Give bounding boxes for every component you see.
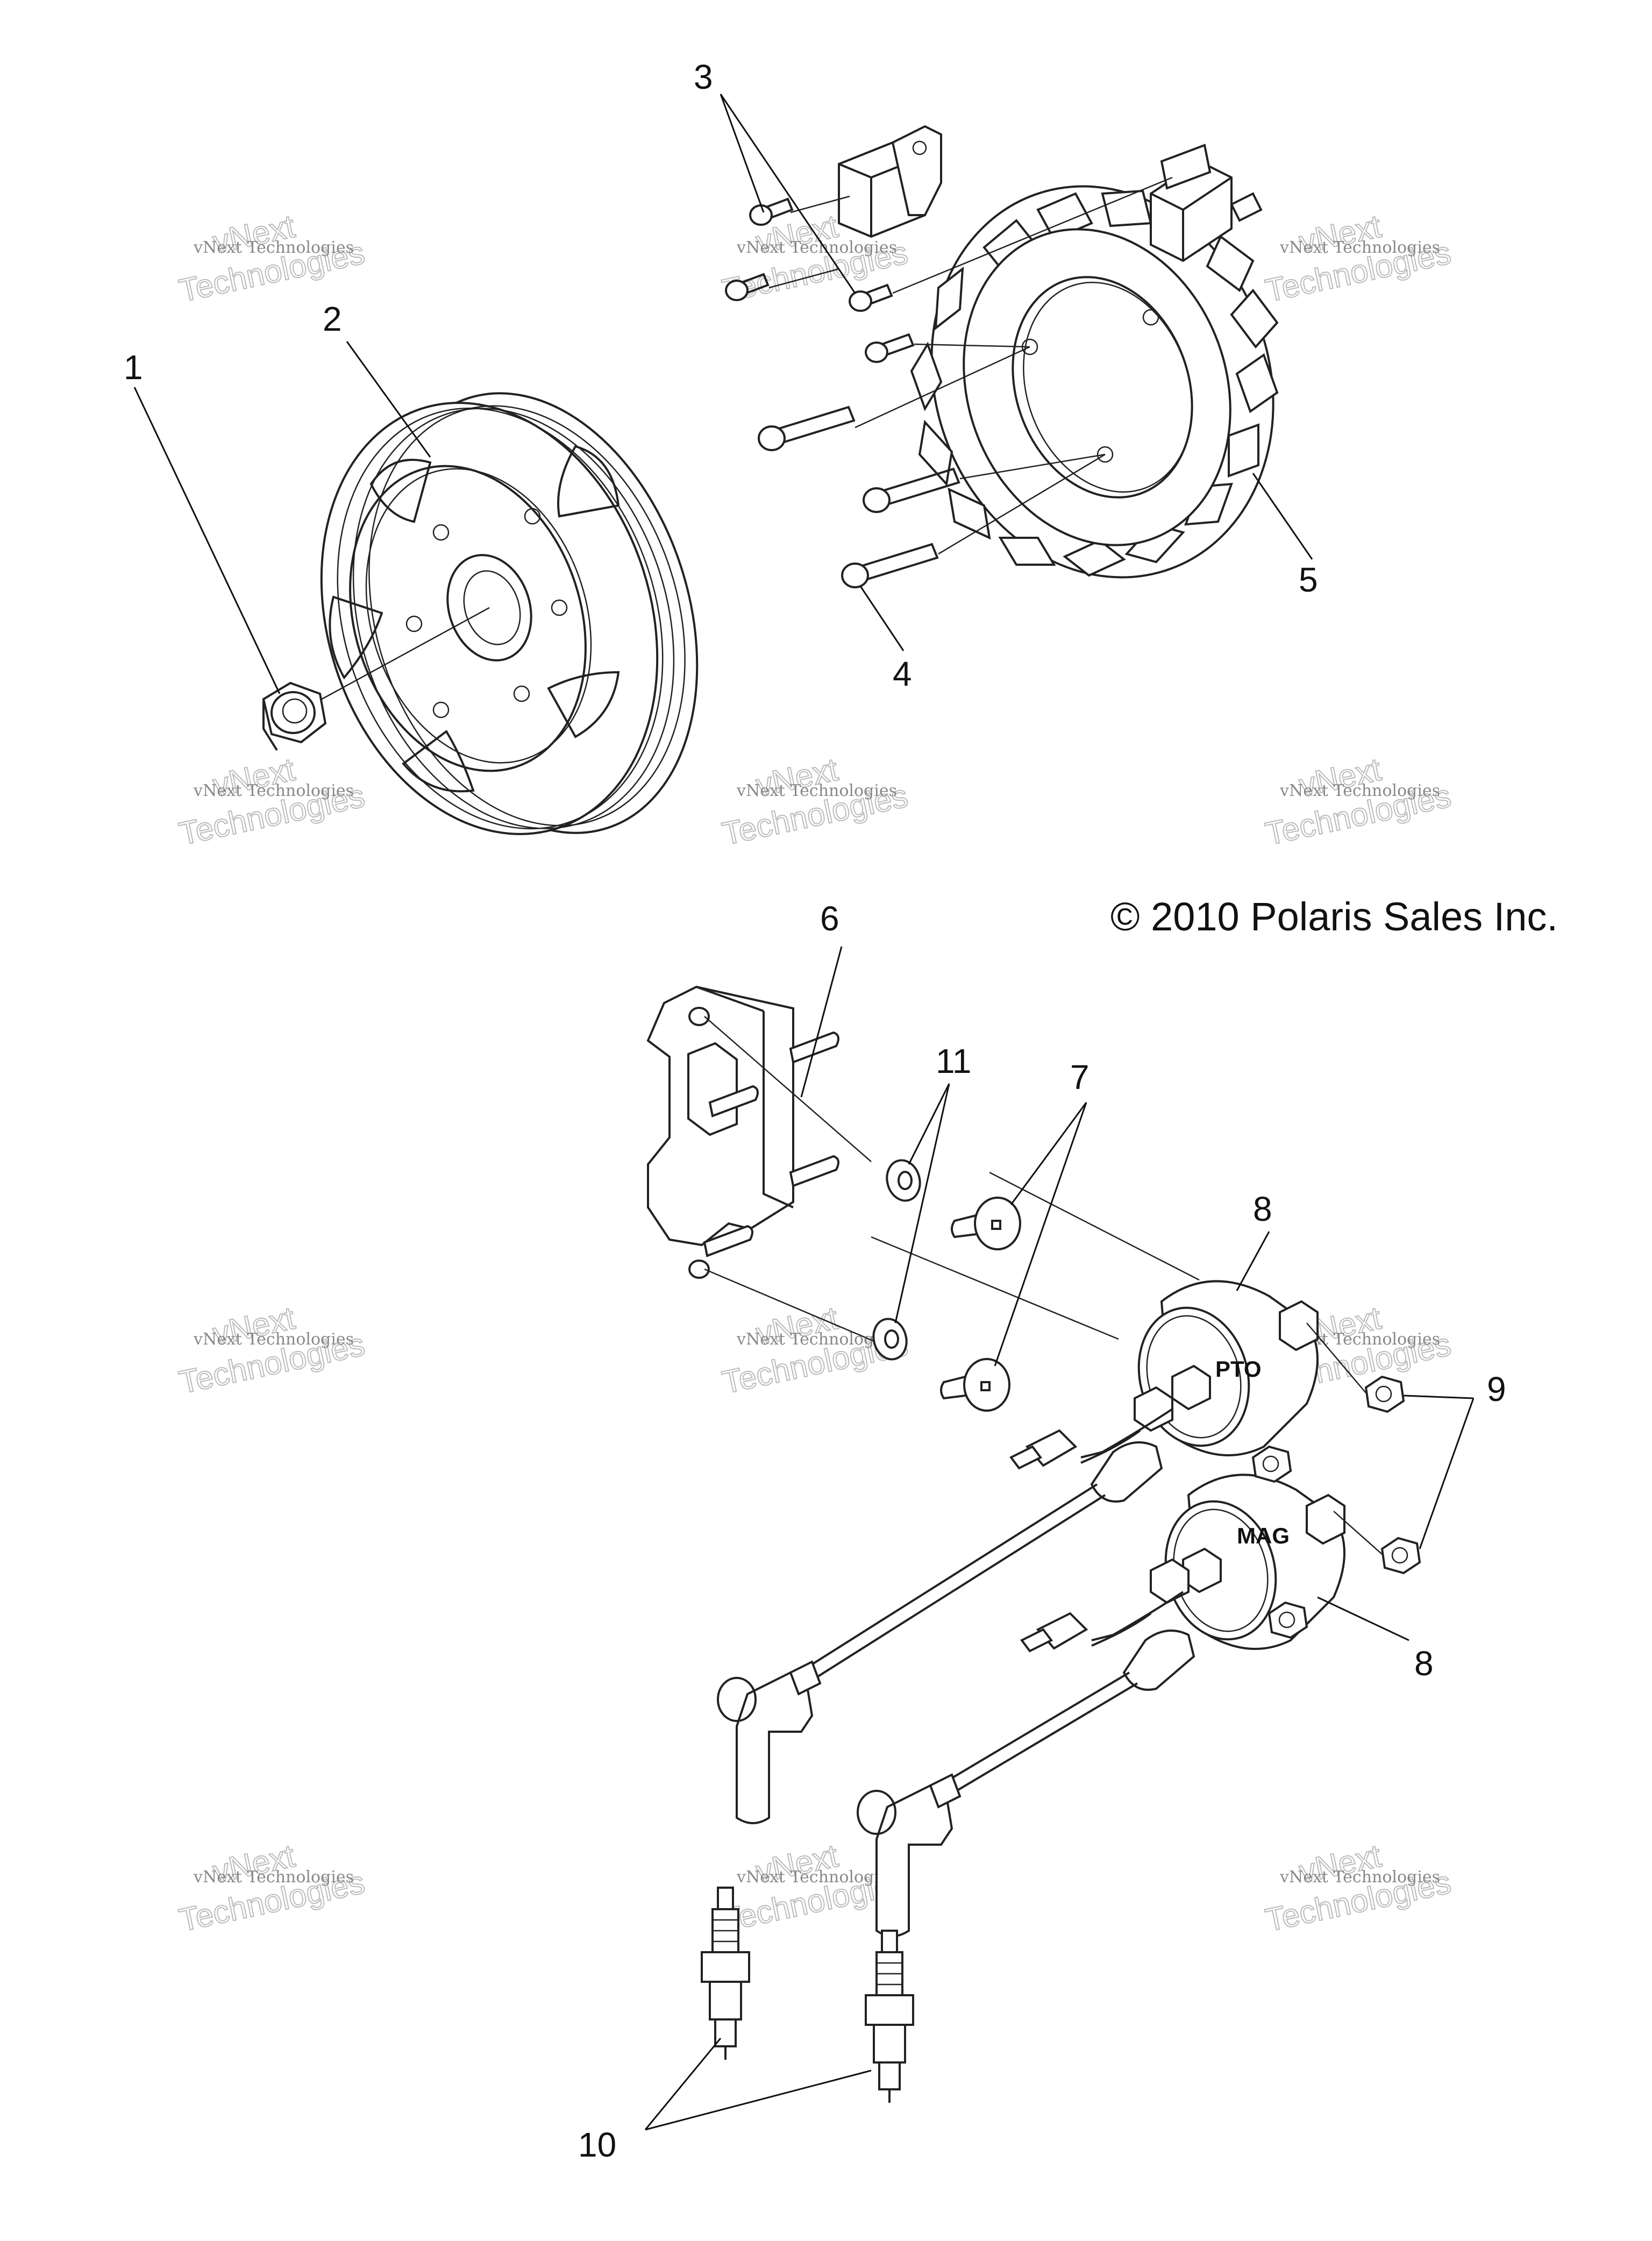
washers bbox=[872, 1159, 921, 1361]
stator bbox=[910, 144, 1279, 579]
watermark-text: vNext Technologies bbox=[736, 1868, 897, 1887]
nut bbox=[1268, 1601, 1308, 1639]
sensor-screws bbox=[725, 197, 893, 312]
bolt bbox=[758, 405, 856, 451]
watermark-text: vNext Technologies bbox=[193, 781, 354, 800]
watermark-text: vNext Technologies bbox=[736, 238, 897, 257]
spark-plug-caps bbox=[717, 1660, 962, 1937]
screw bbox=[725, 273, 770, 301]
washer bbox=[872, 1318, 908, 1361]
stator-bolts bbox=[758, 176, 1173, 588]
callout-5: 5 bbox=[1299, 560, 1318, 599]
nut bbox=[1380, 1536, 1421, 1575]
watermark-text: vNext Technologies bbox=[1279, 1868, 1440, 1887]
bracket-screws bbox=[940, 1171, 1200, 1412]
coil-bracket bbox=[646, 985, 1119, 1346]
callout-6: 6 bbox=[820, 899, 839, 938]
callout-3: 3 bbox=[694, 58, 713, 96]
watermark-text: vNext Technologies bbox=[193, 238, 354, 257]
watermark-text: vNext Technologies bbox=[193, 1868, 354, 1887]
coil-label-pto: PTO bbox=[1215, 1356, 1262, 1382]
plug-cap bbox=[717, 1660, 822, 1824]
watermark-text: vNext Technologies bbox=[1279, 238, 1440, 257]
callout-11: 11 bbox=[936, 1042, 971, 1080]
screw bbox=[849, 283, 893, 312]
callout-9: 9 bbox=[1487, 1370, 1506, 1408]
coil-label-mag: MAG bbox=[1237, 1523, 1290, 1548]
coil-nuts bbox=[1251, 1322, 1421, 1639]
pickup-sensor bbox=[838, 125, 942, 238]
leader-lines bbox=[133, 94, 1475, 2131]
screw bbox=[951, 1197, 1021, 1250]
flywheel-nut bbox=[262, 681, 327, 751]
callout-2: 2 bbox=[323, 300, 342, 338]
watermark-text: vNext Technologies bbox=[1279, 781, 1440, 800]
bolt bbox=[865, 333, 915, 363]
spark-plug bbox=[701, 1887, 750, 2060]
copyright-notice: © 2010 Polaris Sales Inc. bbox=[1110, 894, 1558, 939]
spark-plug bbox=[865, 1930, 914, 2103]
ignition-coil-mag: MAG bbox=[929, 1474, 1345, 1803]
callout-8-pto: 8 bbox=[1253, 1190, 1272, 1228]
screw bbox=[940, 1358, 1010, 1412]
watermark-text: vNext Technologies bbox=[736, 781, 897, 800]
nut bbox=[1251, 1445, 1292, 1483]
callout-8-mag: 8 bbox=[1414, 1644, 1434, 1683]
watermark-text: vNext Technologies bbox=[193, 1330, 354, 1349]
flywheel bbox=[311, 392, 699, 835]
bolt bbox=[863, 467, 960, 513]
plug-cap bbox=[857, 1773, 962, 1937]
washer bbox=[886, 1159, 921, 1202]
callout-7: 7 bbox=[1070, 1058, 1090, 1097]
spark-plugs bbox=[701, 1887, 914, 2103]
nut bbox=[1364, 1375, 1405, 1413]
bolt bbox=[841, 543, 939, 588]
ignition-coil-pto: PTO bbox=[789, 1280, 1319, 1690]
callout-10: 10 bbox=[578, 2125, 616, 2164]
callout-numbers: 1 2 3 4 5 6 7 8 8 9 10 11 bbox=[124, 58, 1506, 2164]
callout-1: 1 bbox=[124, 348, 143, 387]
callout-4: 4 bbox=[893, 654, 912, 693]
